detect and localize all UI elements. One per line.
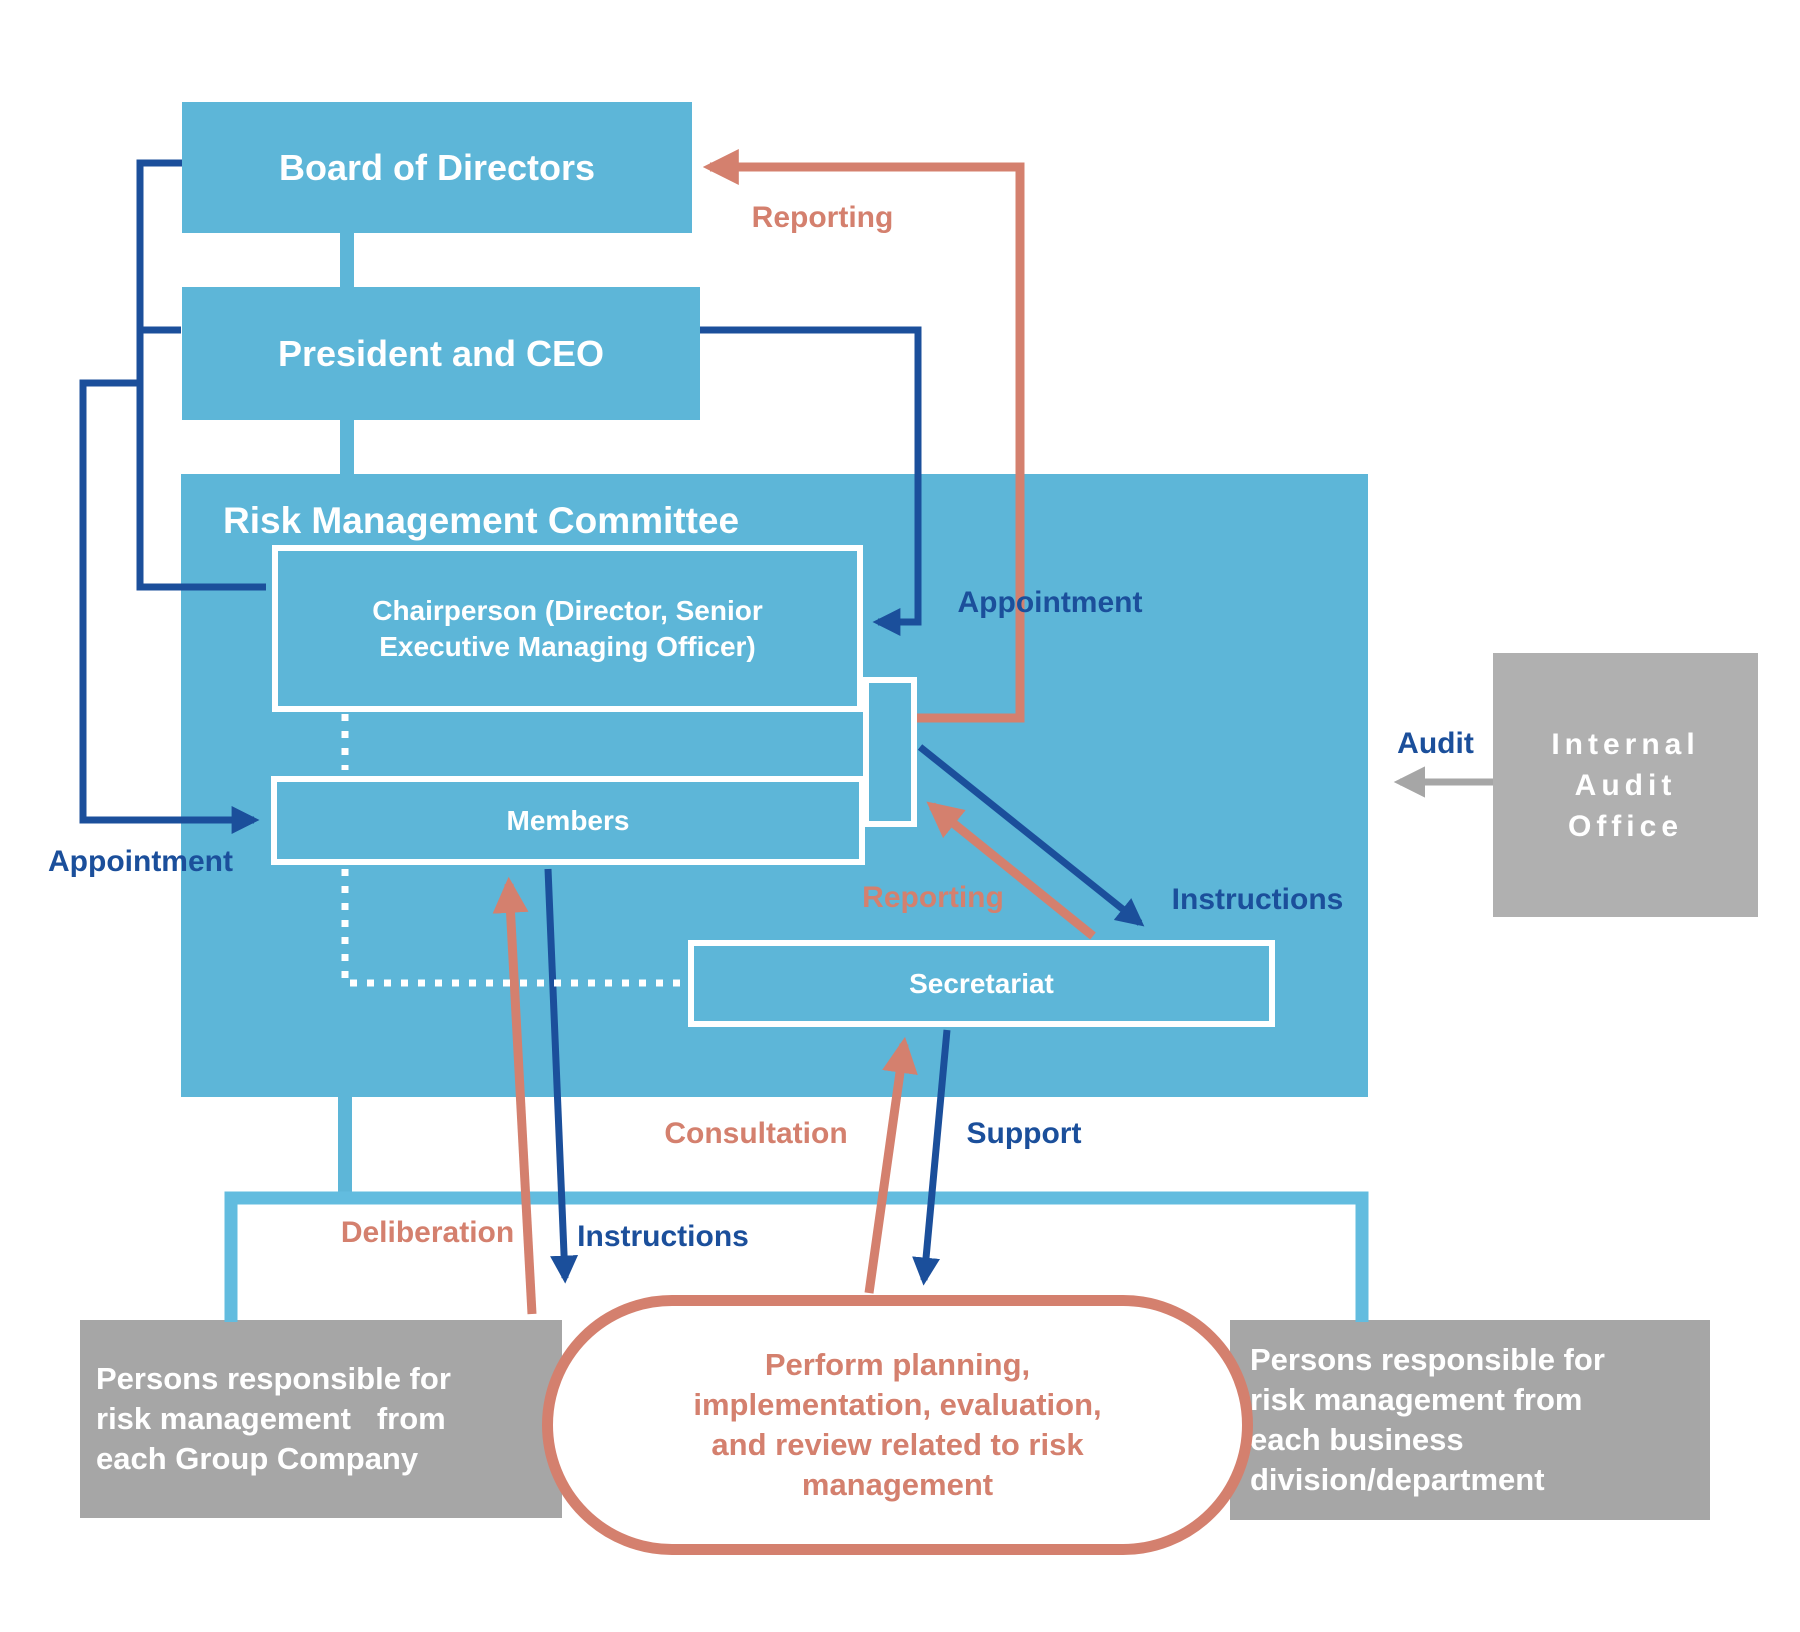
division-persons-line-3: each business <box>1250 1422 1464 1457</box>
board-of-directors-label: Board of Directors <box>278 146 596 188</box>
chairperson-line-2: Executive Managing Officer) <box>379 630 756 662</box>
internal-audit-line-2: Audit <box>1574 768 1677 802</box>
label-consultation: Consultation <box>664 1117 848 1150</box>
label-reporting-mid: Reporting <box>862 881 1004 914</box>
label-appointment-left: Appointment <box>48 845 233 878</box>
risk-management-committee-box: Risk Management Committee Chairperson (D… <box>181 474 1368 1097</box>
label-reporting-top: Reporting <box>751 201 894 234</box>
pill-line-2: implementation, evaluation, <box>693 1387 1102 1422</box>
business-division-persons-box: Persons responsible for risk management … <box>1230 1320 1710 1520</box>
risk-management-committee-title: Risk Management Committee <box>223 500 740 541</box>
risk-management-cycle-pill: Perform planning, implementation, evalua… <box>542 1295 1253 1555</box>
label-instructions-bottom: Instructions <box>577 1220 749 1253</box>
division-persons-line-4: division/department <box>1250 1462 1545 1497</box>
members-box: Members <box>271 776 865 865</box>
division-persons-line-2: risk management from <box>1250 1382 1583 1417</box>
president-ceo-label: President and CEO <box>277 332 605 374</box>
pill-line-4: management <box>801 1467 994 1502</box>
internal-audit-line-3: Office <box>1567 809 1684 843</box>
group-persons-line-3: each Group Company <box>96 1441 419 1476</box>
group-persons-line-1: Persons responsible for <box>96 1361 451 1396</box>
pill-line-3: and review related to risk <box>711 1427 1084 1462</box>
board-of-directors-box: Board of Directors <box>182 102 692 233</box>
group-persons-line-2: risk management from <box>96 1401 446 1436</box>
chairperson-box: Chairperson (Director, Senior Executive … <box>272 545 863 712</box>
division-persons-line-1: Persons responsible for <box>1250 1342 1605 1377</box>
label-support: Support <box>966 1117 1082 1150</box>
label-instructions-mid: Instructions <box>1171 883 1344 916</box>
label-appointment-right: Appointment <box>957 586 1143 619</box>
internal-audit-office-box: Internal Audit Office <box>1493 653 1758 917</box>
secretariat-label: Secretariat <box>909 967 1054 999</box>
internal-audit-line-1: Internal <box>1551 727 1700 761</box>
label-audit: Audit <box>1397 727 1474 760</box>
secretariat-box: Secretariat <box>688 940 1275 1027</box>
chairperson-line-1: Chairperson (Director, Senior <box>372 594 763 626</box>
pill-line-1: Perform planning, <box>764 1347 1031 1382</box>
members-label: Members <box>506 804 630 836</box>
president-ceo-box: President and CEO <box>182 287 700 420</box>
group-company-persons-box: Persons responsible for risk management … <box>80 1320 562 1518</box>
label-deliberation: Deliberation <box>340 1216 515 1249</box>
committee-connector-box <box>863 677 917 827</box>
